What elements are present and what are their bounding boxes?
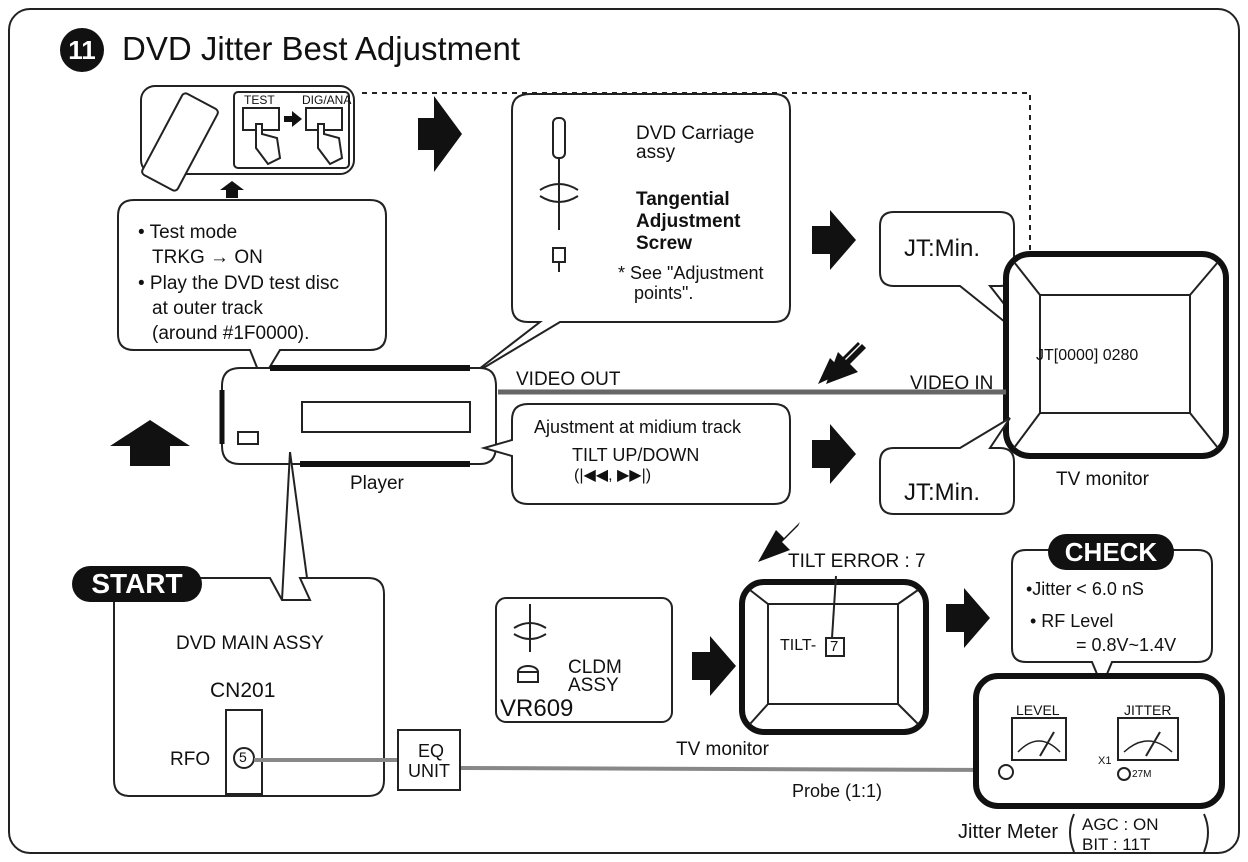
player-label: Player (350, 473, 404, 494)
video-in-label: VIDEO IN (910, 373, 994, 394)
carriage-bold2: Adjustment (636, 211, 741, 232)
tv-screen-top (1039, 294, 1191, 414)
big-up-arrow-icon (110, 420, 190, 466)
right-arrow-icon-2 (812, 424, 856, 484)
right-arrow-icon-4 (946, 588, 990, 648)
agc-setting: AGC : ON (1082, 815, 1159, 834)
tilt-screen-prefix: TILT- (780, 637, 817, 654)
tilt-box-line2: TILT UP/DOWN (572, 445, 700, 465)
jt-min-top-label: JT:Min. (904, 235, 981, 262)
eq-unit-line1: EQ (418, 741, 445, 761)
dig-ana-button-label: DIG/ANA (302, 93, 352, 107)
vr-knob-icon (513, 604, 547, 683)
tilt-box-line1: Ajustment at midium track (534, 417, 742, 437)
test-mode-line2: TRKG → ON (152, 247, 263, 268)
carriage-bold3: Screw (636, 233, 692, 254)
carriage-bold1: Tangential (636, 189, 730, 210)
probe-input-jack (998, 764, 1014, 780)
diagonal-arrow-icon-2 (758, 522, 800, 562)
screwdriver-icon (539, 117, 579, 272)
tilt-error-label: TILT ERROR : 7 (788, 551, 926, 572)
jt-min-bottom-bubble (879, 417, 1015, 515)
carriage-note2: points". (634, 283, 694, 303)
test-mode-line3: • Play the DVD test disc (138, 273, 339, 294)
tv-monitor-top-label: TV monitor (1056, 469, 1149, 490)
tilt-error-leader-line (831, 575, 837, 639)
bit-setting: BIT : 11T (1082, 835, 1151, 854)
remote-control-icon (141, 92, 219, 192)
jt-min-bottom-label: JT:Min. (904, 479, 981, 506)
check-line2: • RF Level (1030, 611, 1114, 631)
tilt-screen-value: 7 (830, 638, 839, 655)
test-mode-line1: • Test mode (138, 222, 238, 243)
test-mode-line4: at outer track (152, 298, 263, 319)
check-line3: = 0.8V~1.4V (1076, 635, 1177, 655)
carriage-note1: * See "Adjustment (618, 263, 764, 283)
tv-monitor-bottom-label: TV monitor (676, 739, 769, 760)
main-assy-name: DVD MAIN ASSY (176, 633, 324, 654)
probe-label: Probe (1:1) (792, 781, 883, 801)
arrow-right-small-icon (284, 111, 302, 127)
vr-name: VR609 (500, 695, 574, 722)
carriage-line2: assy (636, 142, 676, 163)
x1-label: X1 (1098, 755, 1112, 767)
jitter-gauge-label: JITTER (1124, 702, 1172, 718)
page-frame (8, 8, 1240, 854)
big-right-arrow-icon (418, 96, 462, 172)
player-device (219, 365, 497, 467)
right-arrow-icon-3 (692, 636, 736, 696)
right-arrow-icon-1 (812, 210, 856, 270)
start-badge: START (72, 566, 202, 602)
tilt-adjust-box (480, 403, 791, 505)
vr-line2: ASSY (568, 675, 619, 696)
probe-cable-2 (459, 766, 1001, 772)
hand-pointer-icon (255, 123, 344, 166)
connector-name: CN201 (210, 679, 276, 702)
jitter-meter-label: Jitter Meter (958, 821, 1059, 843)
eq-unit-line2: UNIT (408, 761, 450, 781)
level-gauge-label: LEVEL (1016, 702, 1060, 718)
small-up-arrow-icon (220, 181, 244, 198)
step-number-badge: 11 (60, 28, 104, 72)
test-button-label: TEST (244, 93, 275, 107)
page-title: DVD Jitter Best Adjustment (122, 30, 520, 67)
test-mode-line5: (around #1F0000). (152, 323, 310, 344)
27m-label: 27M (1132, 769, 1152, 780)
carriage-line1: DVD Carriage (636, 123, 755, 144)
pin-number: 5 (239, 749, 247, 765)
eq-unit-box (397, 729, 461, 791)
tv-screen-readout: JT[0000] 0280 (1036, 347, 1139, 364)
check-line1: •Jitter < 6.0 nS (1026, 579, 1144, 599)
check-badge: CHECK (1048, 534, 1174, 570)
jitter-meter-device (973, 673, 1225, 809)
tilt-value-box (825, 637, 845, 657)
pin-label: RFO (170, 749, 211, 770)
carriage-bubble (469, 93, 791, 377)
level-gauge (1011, 717, 1067, 761)
jitter-input-jack (1117, 767, 1131, 781)
tilt-box-line3: (|◀◀, ▶▶|) (574, 467, 652, 484)
video-out-label: VIDEO OUT (516, 369, 621, 390)
vr-line1: CLDM (568, 657, 622, 678)
vr609-box (495, 597, 673, 723)
